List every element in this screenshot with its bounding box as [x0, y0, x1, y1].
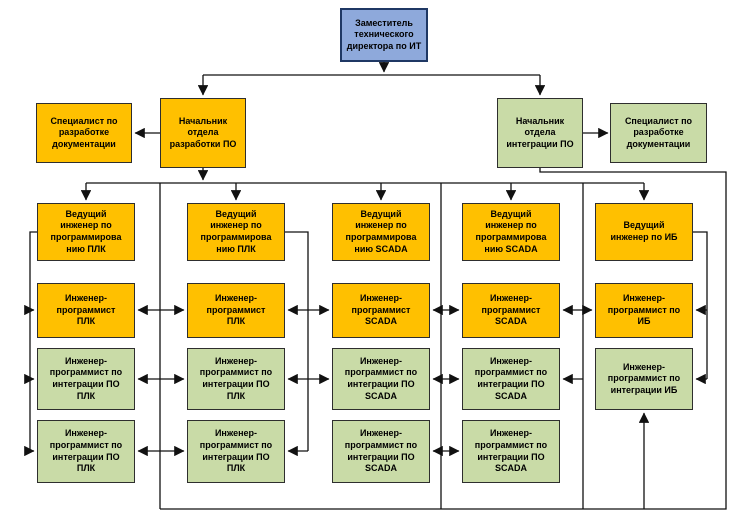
- node-lead-engineer-plc-1: Ведущий инженер по программирова нию ПЛК: [37, 203, 135, 261]
- node-head-software-dev: Начальник отдела разработки ПО: [160, 98, 246, 168]
- node-integration-engineer2-scada-3: Инженер- программист по интеграции ПО SC…: [332, 420, 430, 483]
- node-lead-engineer-scada-3: Ведущий инженер по программирова нию SCA…: [332, 203, 430, 261]
- node-lead-engineer-ib-5: Ведущий инженер по ИБ: [595, 203, 693, 261]
- node-integration-engineer2-scada-4: Инженер- программист по интеграции ПО SC…: [462, 420, 560, 483]
- node-lead-engineer-scada-4: Ведущий инженер по программирова нию SCA…: [462, 203, 560, 261]
- node-integration-engineer2-plc-2: Инженер- программист по интеграции ПО ПЛ…: [187, 420, 285, 483]
- node-integration-engineer-ib-5: Инженер- программист по интеграции ИБ: [595, 348, 693, 410]
- node-integration-engineer2-plc-1: Инженер- программист по интеграции ПО ПЛ…: [37, 420, 135, 483]
- node-deputy-it-director: Заместитель технического директора по ИТ: [340, 8, 428, 62]
- bus-2: [285, 231, 309, 451]
- right-bottom-loop: [160, 168, 727, 510]
- node-engineer-scada-3: Инженер- программист SCADA: [332, 283, 430, 338]
- node-integration-engineer-scada-4: Инженер- программист по интеграции ПО SC…: [462, 348, 560, 410]
- bus-5: [693, 231, 708, 379]
- bus-left: [29, 231, 37, 451]
- node-engineer-ib-5: Инженер- программист по ИБ: [595, 283, 693, 338]
- node-engineer-plc-2: Инженер- программист ПЛК: [187, 283, 285, 338]
- node-doc-specialist-dev: Специалист по разработке документации: [36, 103, 132, 163]
- node-integration-engineer-plc-1: Инженер- программист по интеграции ПО ПЛ…: [37, 348, 135, 410]
- node-doc-specialist-int: Специалист по разработке документации: [610, 103, 707, 163]
- node-lead-engineer-plc-2: Ведущий инженер по программирова нию ПЛК: [187, 203, 285, 261]
- node-head-integration: Начальник отдела интеграции ПО: [497, 98, 583, 168]
- node-engineer-plc-1: Инженер- программист ПЛК: [37, 283, 135, 338]
- node-integration-engineer-plc-2: Инженер- программист по интеграции ПО ПЛ…: [187, 348, 285, 410]
- node-integration-engineer-scada-3: Инженер- программист по интеграции ПО SC…: [332, 348, 430, 410]
- node-engineer-scada-4: Инженер- программист SCADA: [462, 283, 560, 338]
